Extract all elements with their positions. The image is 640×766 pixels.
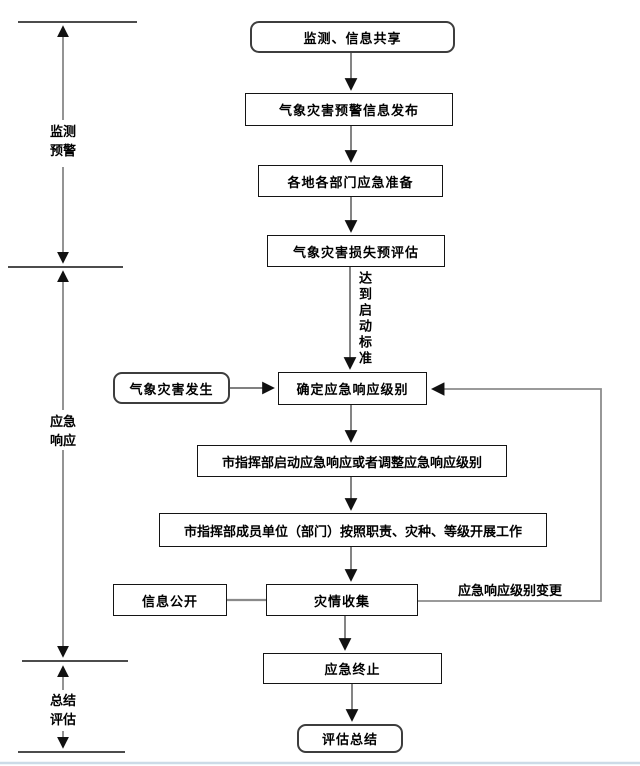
node-loss-pre-assess: 气象灾害损失预评估 [267,235,445,267]
node-disaster-occur: 气象灾害发生 [113,372,230,404]
phase-bracket-rules [8,21,137,753]
phase-label-line: 预警 [49,143,76,158]
phase-label-evaluation: 总结 评估 [38,691,88,729]
node-emergency-prepare: 各地各部门应急准备 [258,165,443,197]
node-warning-release: 气象灾害预警信息发布 [245,93,453,126]
edge-label-reach-standard: 达到启动标准 [357,271,372,367]
node-disaster-collect: 灾情收集 [266,584,418,616]
phase-label-line: 应急 [49,414,76,429]
phase-label-monitoring: 监测 预警 [38,122,88,160]
phase-label-line: 总结 [49,693,76,708]
feedback-loop-line [418,382,602,602]
node-members-work: 市指挥部成员单位（部门）按照职责、灾种、等级开展工作 [159,513,547,547]
phase-label-line: 响应 [49,433,76,448]
node-start-response: 市指挥部启动应急响应或者调整应急响应级别 [197,445,507,477]
phase-label-line: 评估 [49,712,76,727]
node-evaluate-summary: 评估总结 [297,724,403,753]
node-info-public: 信息公开 [113,584,227,616]
edge-label-level-change: 应急响应级别变更 [458,583,563,598]
phase-label-response: 应急 响应 [38,412,88,450]
flow-arrows [230,53,359,722]
node-monitor-share: 监测、信息共享 [250,21,455,53]
phase-label-line: 监测 [49,124,76,139]
node-determine-level: 确定应急响应级别 [278,372,427,405]
node-terminate: 应急终止 [263,653,442,684]
